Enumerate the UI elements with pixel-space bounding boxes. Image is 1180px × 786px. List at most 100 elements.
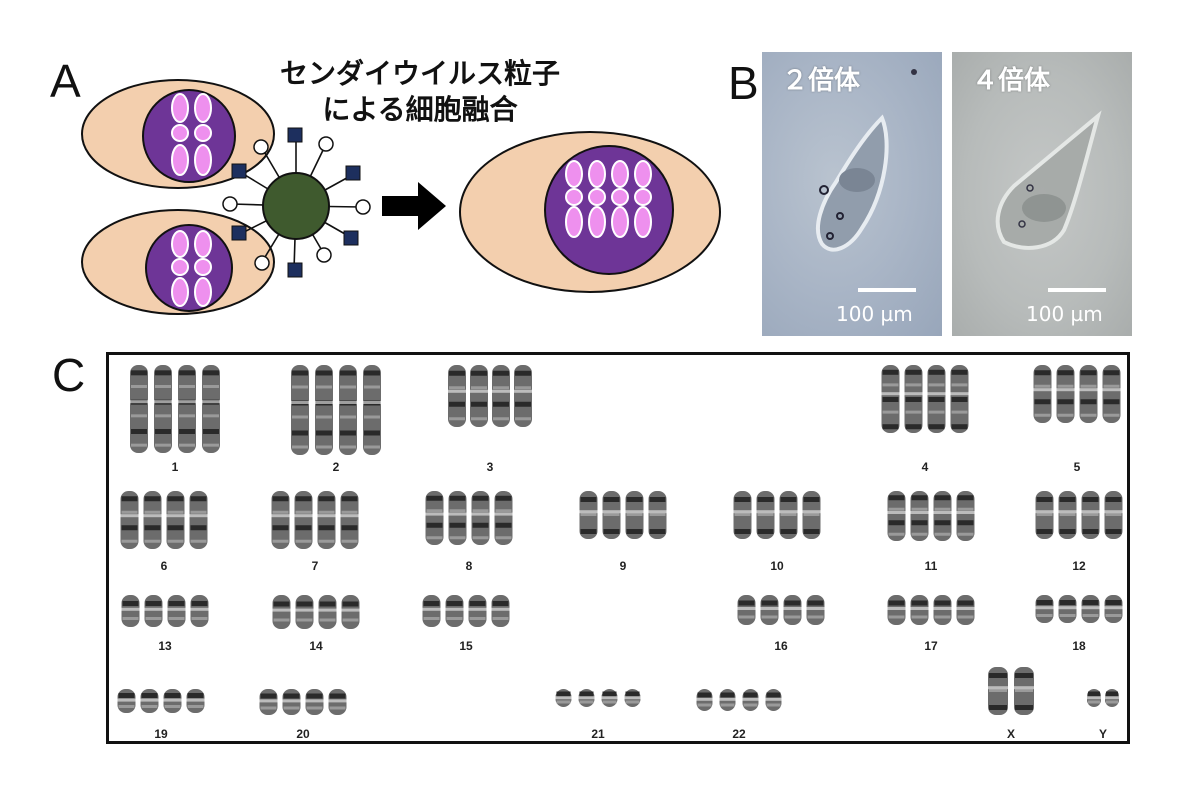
chromosome-band xyxy=(272,525,289,531)
diploid-label: ２倍体 xyxy=(782,66,861,96)
chromosome-band xyxy=(131,385,147,388)
chromosome-band xyxy=(1059,497,1076,502)
chromosome-band xyxy=(734,529,751,534)
chromosome-band xyxy=(426,495,443,501)
chromosome-group-7: 7 xyxy=(270,491,360,573)
chromosome-band xyxy=(316,370,332,376)
chromosome-band xyxy=(934,615,951,619)
chromosome-14-copy-4 xyxy=(341,595,360,629)
chromosome-band xyxy=(905,369,922,375)
chromosome-label-Y: Y xyxy=(1099,727,1107,741)
chromosome-band xyxy=(187,693,204,698)
chromosome-band xyxy=(318,496,335,502)
chromosome-band xyxy=(471,386,487,390)
chromosome-band xyxy=(1088,700,1100,704)
chromosome-band xyxy=(121,525,138,531)
chromosome-band xyxy=(179,443,195,447)
chromosome-band xyxy=(272,539,289,543)
centromere xyxy=(129,400,149,404)
chromosome-band xyxy=(144,525,161,531)
chromosome-band xyxy=(1057,413,1074,417)
centromere xyxy=(116,698,137,702)
chromosome-band xyxy=(260,706,277,710)
chromosome-band xyxy=(807,600,824,606)
chromosome-band xyxy=(340,370,356,376)
chromosome-band xyxy=(341,510,358,514)
chromosome-band xyxy=(168,617,185,620)
chromosome-5-copy-4 xyxy=(1102,365,1121,423)
chromosome-band xyxy=(495,495,512,501)
chromosome-band xyxy=(364,445,380,449)
centromere xyxy=(801,510,822,514)
chromosome-group-18: 18 xyxy=(1034,595,1124,653)
chromosome-band xyxy=(449,417,465,421)
chromosome-band xyxy=(203,385,219,388)
chromosome-band xyxy=(167,510,184,514)
chromosome-band xyxy=(155,429,171,434)
chromosome-band xyxy=(155,443,171,447)
chromosome-band xyxy=(738,600,755,606)
chromosome-band xyxy=(469,601,486,606)
chromosome-band xyxy=(1080,370,1097,376)
chromosome-3-copy-3 xyxy=(492,365,510,427)
chromosome-band xyxy=(121,510,138,514)
centromere xyxy=(258,699,279,703)
chromosome-band xyxy=(273,618,290,622)
chromosome-band xyxy=(784,615,801,619)
chromosome-band xyxy=(803,497,820,502)
chromosome-label-6: 6 xyxy=(161,559,168,573)
chromosome-band xyxy=(697,703,712,707)
centromere xyxy=(623,696,642,700)
chromosome-band xyxy=(203,429,219,434)
chromosome-band xyxy=(761,600,778,606)
diploid-scalebar xyxy=(858,288,916,292)
centromere xyxy=(624,510,645,514)
chromosome-group-4: 4 xyxy=(880,365,970,474)
chromosome-band xyxy=(316,385,332,389)
chromosome-band xyxy=(144,510,161,514)
chromosome-band xyxy=(493,401,509,407)
chromosome-band xyxy=(272,510,289,514)
chromosome-band xyxy=(1080,413,1097,417)
centromere xyxy=(490,607,511,611)
panel-c-letter: C xyxy=(52,349,86,401)
chromosome-band xyxy=(515,401,531,407)
chromosome-band xyxy=(296,618,313,622)
chromosome-band xyxy=(888,615,905,619)
chromosome-band xyxy=(934,495,951,501)
chromosome-band xyxy=(203,370,219,376)
centromere xyxy=(932,607,953,610)
chromosome-band xyxy=(122,601,139,606)
centromere xyxy=(119,514,140,518)
chromosome-label-X: X xyxy=(1007,727,1015,741)
chromosome-group-5: 5 xyxy=(1032,365,1122,474)
chromosome-band xyxy=(757,513,774,516)
chromosome-7-copy-2 xyxy=(294,491,313,549)
centromere xyxy=(491,389,511,393)
centromere xyxy=(1104,696,1120,700)
chromosome-band xyxy=(341,496,358,502)
chromosome-band xyxy=(1059,600,1076,605)
centromere xyxy=(880,392,901,396)
chromosome-band xyxy=(164,705,181,708)
chromosome-group-9: 9 xyxy=(578,491,668,573)
chromosome-band xyxy=(164,693,181,698)
chromosome-band xyxy=(295,496,312,502)
chromosome-band xyxy=(316,415,332,419)
centromere xyxy=(120,607,141,611)
chromosome-label-4: 4 xyxy=(922,460,929,474)
centromere xyxy=(987,686,1009,690)
chromosome-band xyxy=(780,513,797,516)
centromere xyxy=(1013,686,1035,690)
chromosome-group-2: 2 xyxy=(290,365,382,474)
centromere xyxy=(447,389,467,393)
chromosome-band xyxy=(951,383,968,387)
chromosome-label-22: 22 xyxy=(732,727,746,741)
chromosome-band xyxy=(179,429,195,434)
chromosome-group-21: 21 xyxy=(554,689,642,741)
chromosome-6-copy-3 xyxy=(166,491,185,549)
chromosome-band xyxy=(141,693,158,698)
chromosome-band xyxy=(121,496,138,502)
centromere xyxy=(444,607,465,611)
